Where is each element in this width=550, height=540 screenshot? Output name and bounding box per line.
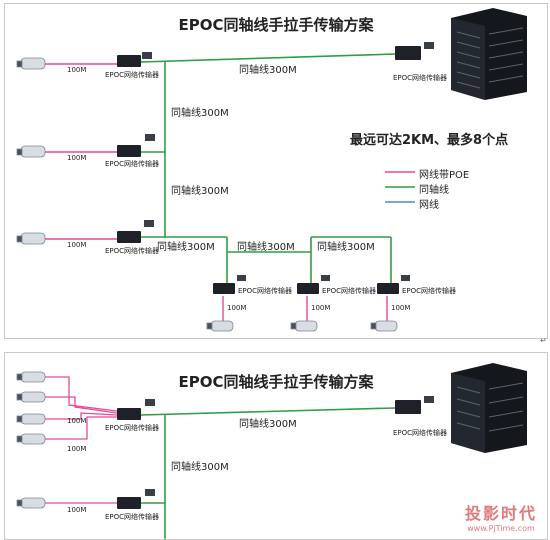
- watermark: 投影时代 www.PjTime.com: [465, 500, 537, 533]
- watermark-url: www.PjTime.com: [467, 524, 535, 533]
- panel-1-graphics: [16, 8, 527, 332]
- poe-lines: [45, 63, 388, 322]
- camera-icon: [370, 320, 398, 332]
- speed-label: 100M: [311, 304, 331, 312]
- device-label: EPOC网络传输器: [105, 424, 160, 432]
- coax-trunk: [140, 53, 396, 63]
- speed-label: 100M: [67, 445, 87, 453]
- coax-label: 同轴线300M: [237, 242, 295, 253]
- legend-label-poe: 网线带POE: [419, 170, 470, 181]
- speed-label: 100M: [67, 241, 87, 249]
- watermark-name: 投影时代: [464, 504, 537, 523]
- device-label: EPOC网络传输器: [393, 429, 448, 437]
- diagram-title: EPOC同轴线手拉手传输方案: [178, 16, 374, 34]
- transmitter-icon: [117, 220, 154, 243]
- coax-label: 同轴线300M: [157, 242, 215, 253]
- panel-2-graphics: [16, 363, 527, 539]
- device-label: EPOC网络传输器: [322, 287, 377, 295]
- coax-lines: [140, 407, 396, 539]
- legend-label-lan: 网线: [419, 200, 439, 211]
- transmitter-icon: [377, 275, 410, 294]
- poe-line-1: [45, 376, 118, 412]
- transmitter-icon: [117, 489, 155, 509]
- distance-headline: 最远可达2KM、最多8个点: [350, 133, 509, 148]
- coax-lines: [140, 53, 396, 286]
- camera-icon: [16, 145, 46, 158]
- transmitter-icon: [117, 399, 155, 420]
- poe-line-4: [45, 416, 117, 440]
- poe-line-3: [45, 412, 118, 420]
- speed-label: 100M: [227, 304, 247, 312]
- device-label: EPOC网络传输器: [402, 287, 457, 295]
- coax-label: 同轴线300M: [317, 242, 375, 253]
- device-label: EPOC网络传输器: [105, 71, 160, 79]
- paragraph-mark: ↵: [540, 336, 547, 345]
- camera-icon: [16, 433, 46, 445]
- transmitter-icon: [213, 275, 246, 294]
- camera-icon: [206, 320, 234, 332]
- speed-label: 100M: [67, 154, 87, 162]
- camera-icon: [16, 391, 46, 403]
- device-label: EPOC网络传输器: [105, 160, 160, 168]
- transmitter-icon: [117, 52, 152, 67]
- transmitter-icon: [395, 396, 434, 414]
- transmitter-icon: [395, 42, 434, 60]
- camera-icon: [16, 497, 46, 509]
- coax-label: 同轴线300M: [239, 419, 297, 430]
- diagram-panel-1: EPOC同轴线手拉手传输方案 同轴线300M 同轴线300M 同轴线300M 同…: [4, 3, 548, 339]
- server-rack-icon: [451, 8, 527, 100]
- speed-label: 100M: [67, 417, 87, 425]
- speed-label: 100M: [67, 506, 87, 514]
- coax-label: 同轴线300M: [171, 462, 229, 473]
- camera-icon: [16, 232, 46, 245]
- diagram-title: EPOC同轴线手拉手传输方案: [178, 373, 374, 391]
- speed-label: 100M: [391, 304, 411, 312]
- device-label: EPOC网络传输器: [393, 74, 448, 82]
- camera-icon: [16, 371, 46, 383]
- server-rack-icon: [451, 363, 527, 453]
- speed-label: 100M: [67, 66, 87, 74]
- camera-icon: [16, 57, 46, 70]
- poe-fan-lines: [45, 376, 118, 504]
- legend-label-coax: 同轴线: [419, 185, 449, 196]
- camera-icon: [290, 320, 318, 332]
- diagram-panel-2: EPOC同轴线手拉手传输方案 同轴线300M 同轴线300M 100M 100M…: [4, 352, 548, 540]
- coax-trunk: [140, 407, 396, 416]
- poe-line-2: [45, 396, 118, 414]
- transmitter-icon: [117, 134, 155, 157]
- device-label: EPOC网络传输器: [238, 287, 293, 295]
- device-label: EPOC网络传输器: [105, 247, 160, 255]
- camera-icon: [16, 413, 46, 425]
- transmitter-icon: [297, 275, 330, 294]
- coax-label: 同轴线300M: [171, 108, 229, 119]
- device-label: EPOC网络传输器: [105, 513, 160, 521]
- coax-label: 同轴线300M: [171, 186, 229, 197]
- coax-label: 同轴线300M: [239, 65, 297, 76]
